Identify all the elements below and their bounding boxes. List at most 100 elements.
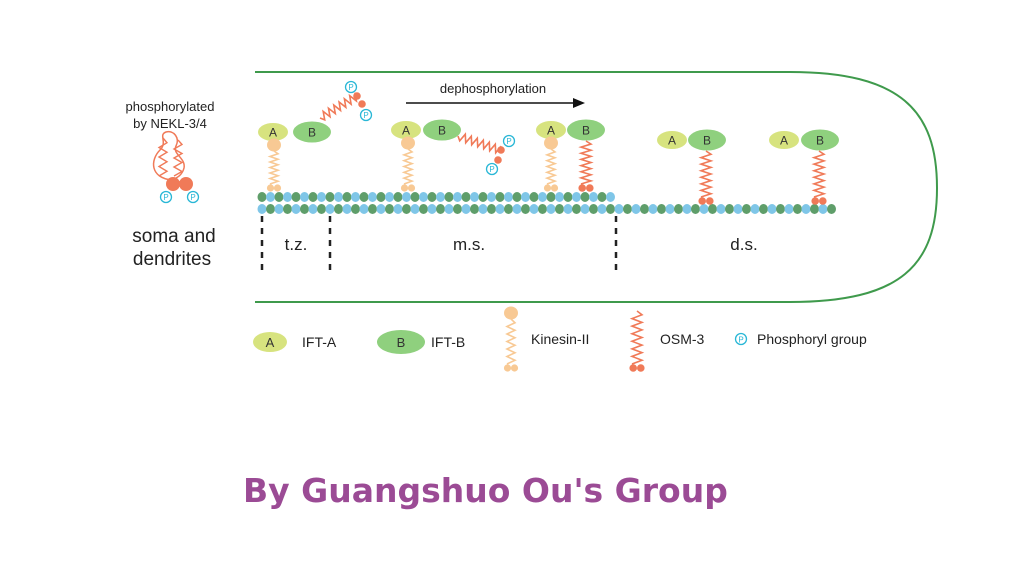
phosphate-circle	[359, 108, 373, 122]
tubule-bead	[470, 204, 479, 214]
tubule-bead	[572, 192, 581, 202]
tubule-bead	[308, 192, 318, 202]
kinesin-tail	[544, 136, 558, 150]
tubule-bead	[563, 204, 573, 214]
tubule-bead	[436, 204, 445, 214]
tubule-bead	[776, 204, 785, 214]
tubule-bead	[300, 192, 309, 202]
kinesin-stalk	[505, 318, 517, 365]
tubule-bead	[478, 204, 488, 214]
tubule-bead	[427, 204, 437, 214]
soma-label: soma and	[132, 226, 215, 247]
tubule-bead	[759, 204, 768, 214]
ift-b-particle	[567, 119, 605, 141]
tubule-bead	[538, 204, 547, 214]
legend-ift-b-symbol: B	[397, 335, 406, 350]
tubule-bead	[376, 204, 386, 214]
tubule-bead	[317, 204, 326, 214]
osm3-head	[166, 177, 180, 191]
kinesin-head	[400, 184, 409, 192]
tubule-bead	[402, 204, 411, 214]
ift-b-particle	[293, 121, 331, 143]
phosphate-group: P	[485, 162, 499, 176]
microtubule-track	[257, 192, 836, 214]
tubule-bead	[801, 204, 811, 214]
phosphate-group: P	[159, 190, 173, 204]
tubule-bead	[521, 192, 530, 202]
osm3-head	[629, 364, 637, 372]
osm3-folded-stalk	[152, 130, 185, 181]
tubule-bead	[334, 192, 343, 202]
ift-b-symbol: B	[816, 134, 824, 148]
ift-a-symbol: A	[269, 126, 277, 140]
tubule-bead	[351, 204, 360, 214]
tubule-bead	[291, 204, 301, 214]
tubule-bead	[470, 192, 479, 202]
tubule-bead	[589, 204, 598, 214]
credit-text: By Guangshuo Ou's Group	[243, 471, 728, 510]
phosphate-group: P	[186, 190, 200, 204]
tubule-bead	[597, 192, 607, 202]
tubule-bead	[257, 204, 267, 214]
tubule-bead	[266, 204, 275, 214]
kinesin-head	[503, 364, 512, 372]
tubule-bead	[257, 192, 267, 202]
tubule-bead	[368, 192, 377, 202]
tubule-bead	[725, 204, 734, 214]
kinesin-ii-motor	[543, 136, 559, 192]
tubule-bead	[351, 192, 360, 202]
tubule-bead	[606, 192, 615, 202]
tubule-bead	[402, 192, 411, 202]
osm3-stalk	[457, 132, 502, 155]
tubule-bead	[572, 204, 581, 214]
tubule-bead	[453, 192, 462, 202]
tubule-bead	[555, 192, 564, 202]
tubule-bead	[529, 204, 539, 214]
tubule-bead	[274, 192, 284, 202]
legend-phosphate-symbol: P	[738, 336, 743, 345]
osm3-stalk	[629, 310, 645, 365]
phosphate-symbol: P	[506, 137, 511, 146]
tubule-bead	[283, 204, 292, 214]
kinesin-ii-motor	[503, 306, 519, 372]
tubule-bead	[742, 204, 751, 214]
tubule-bead	[444, 192, 454, 202]
osm-3-motor	[578, 140, 594, 192]
legend-ift-a-symbol: A	[266, 335, 275, 350]
tubule-bead	[359, 192, 369, 202]
kinesin-ii-motor	[400, 136, 416, 192]
osm3-head	[497, 146, 505, 154]
legend-ift-a-label: IFT-A	[302, 334, 337, 350]
tubule-bead	[580, 192, 590, 202]
ift-a-symbol: A	[547, 124, 555, 138]
tubule-bead	[733, 204, 743, 214]
tubule-bead	[495, 192, 505, 202]
tubule-bead	[640, 204, 649, 214]
tubule-bead	[657, 204, 666, 214]
osm3-head	[586, 184, 594, 192]
tubule-bead	[614, 204, 624, 214]
osm3-stalk	[578, 140, 594, 185]
tubule-bead	[393, 204, 403, 214]
tubule-bead	[368, 204, 377, 214]
ift-a-symbol: A	[402, 124, 410, 138]
kinesin-head	[510, 364, 519, 372]
tubule-bead	[504, 192, 513, 202]
tubule-bead	[529, 192, 539, 202]
ift-a-particle	[536, 121, 566, 139]
osm3-stalk	[698, 150, 714, 198]
legend-osm3-label: OSM-3	[660, 331, 705, 347]
phosphate-circle	[186, 190, 200, 204]
osm3-stalk	[811, 150, 827, 198]
phosphate-group: P	[344, 80, 358, 94]
ift-a-particle	[258, 123, 288, 141]
osm3-head	[353, 92, 361, 100]
osm3-head	[494, 156, 502, 164]
nekl-label: by NEKL-3/4	[133, 116, 207, 131]
phosphate-symbol: P	[190, 193, 195, 202]
tubule-bead	[436, 192, 445, 202]
osm3-head	[179, 177, 193, 191]
tubule-bead	[393, 192, 403, 202]
